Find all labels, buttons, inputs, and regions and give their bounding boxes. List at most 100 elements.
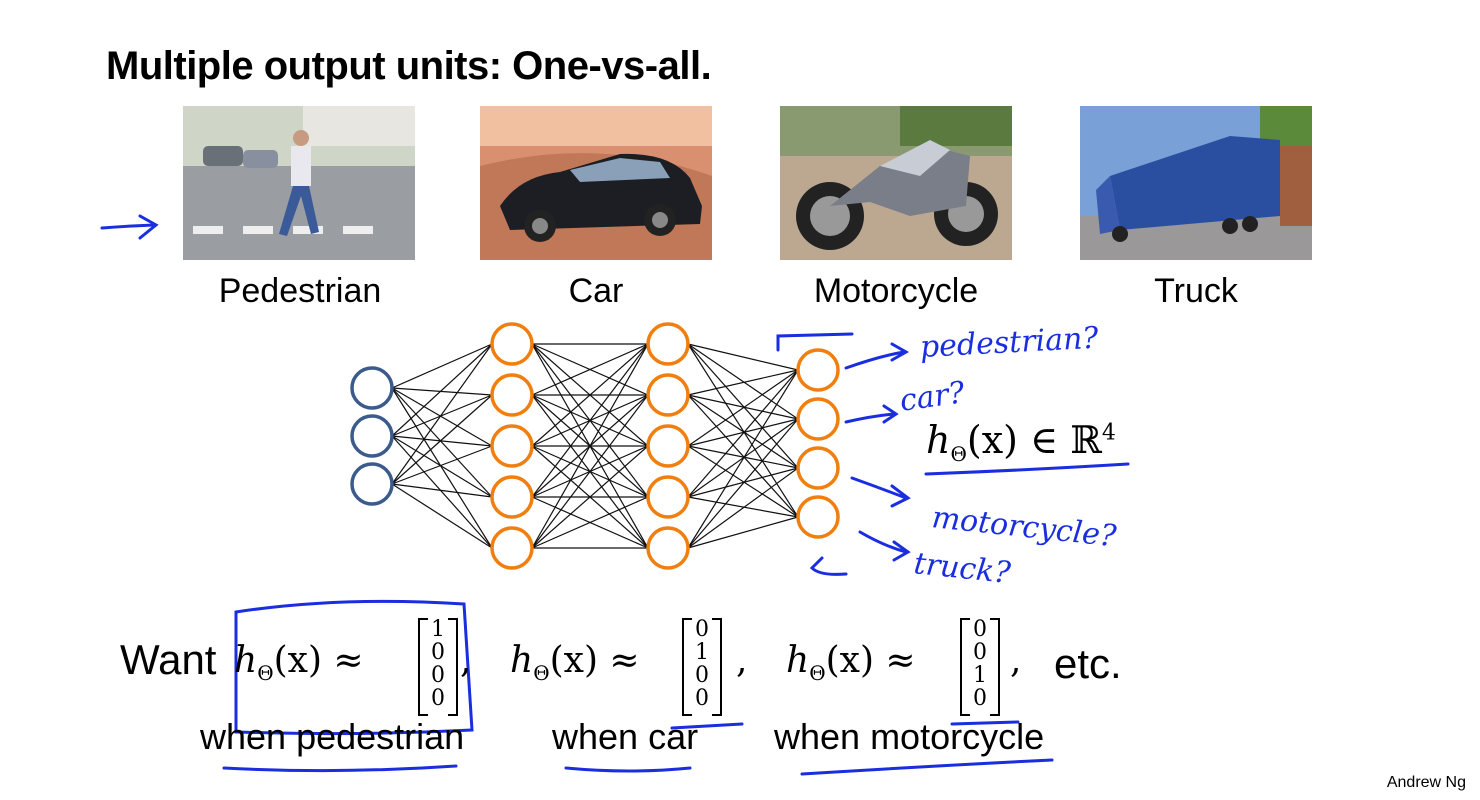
vector-cell: 0: [695, 686, 709, 711]
network-connection: [687, 394, 799, 420]
network-connection: [687, 343, 799, 469]
want-formula-3: hΘ(x) ≈: [786, 640, 916, 685]
hidden-unit: [490, 424, 534, 468]
network-connection: [391, 343, 493, 437]
vector-cell: 0: [695, 663, 709, 688]
output-unit: [796, 348, 840, 392]
underline-car: [564, 766, 692, 773]
vector-cell: 0: [431, 663, 445, 688]
bracket-right: [448, 618, 458, 716]
formula-h: h: [234, 640, 258, 681]
formula-sub: Θ: [809, 661, 826, 685]
network-connection: [531, 445, 649, 549]
network-connection: [687, 369, 799, 498]
motorcycle-photo: [780, 106, 1012, 260]
bracket-left: [682, 618, 692, 716]
formula-rest: (x) ≈: [825, 640, 916, 681]
formula-rest: (x) ≈: [273, 640, 364, 681]
network-connection: [391, 387, 493, 447]
want-formula-2: hΘ(x) ≈: [510, 640, 640, 685]
network-connection: [391, 394, 493, 437]
network-connection: [391, 343, 493, 485]
annotation-car: car?: [897, 375, 967, 419]
network-connection: [391, 387, 493, 498]
vector-2: 0 1 0 0: [682, 617, 722, 716]
network-connection: [391, 387, 493, 396]
condition-pedestrian: when pedestrian: [200, 716, 465, 757]
network-connection: [687, 369, 799, 396]
vector-cell: 0: [431, 686, 445, 711]
formula-rest: (x) ≈: [549, 640, 640, 681]
network-connection: [687, 394, 799, 469]
car-photo: [480, 106, 712, 260]
hidden-unit: [646, 475, 690, 519]
formula-rest: (x) ∈ ℝ: [966, 418, 1102, 462]
network-connection: [687, 445, 799, 469]
network-connection: [531, 343, 649, 498]
network-connection: [391, 445, 493, 485]
truck-caption: Truck: [1154, 272, 1238, 310]
bracket-left: [418, 618, 428, 716]
vector-3: 0 0 1 0: [960, 617, 1000, 716]
annotation-motorcycle: motorcycle?: [930, 500, 1118, 555]
network-connection: [687, 418, 799, 447]
network-connection: [687, 418, 799, 549]
hidden-unit: [490, 526, 534, 570]
network-connection: [687, 369, 799, 447]
truck-photo: [1080, 106, 1312, 260]
network-connection: [687, 343, 799, 420]
bracket-right: [990, 618, 1000, 716]
network-connection: [687, 496, 799, 518]
network-connection: [687, 467, 799, 498]
formula-sup: 4: [1101, 420, 1116, 446]
annotation-pedestrian: pedestrian?: [919, 320, 1100, 365]
motorcycle-caption: Motorcycle: [813, 272, 979, 310]
network-connection: [391, 483, 493, 549]
network-connection: [687, 445, 799, 518]
network-connection: [391, 387, 493, 549]
pedestrian-photo: [183, 106, 415, 260]
hidden-unit: [490, 475, 534, 519]
vector-cell: 1: [695, 640, 709, 665]
network-connection: [391, 435, 493, 447]
hidden-unit: [646, 424, 690, 468]
formula-sub: Θ: [257, 661, 274, 685]
formula-sub: Θ: [533, 661, 550, 685]
vector-cell: 0: [695, 617, 709, 642]
car-caption: Car: [568, 272, 624, 310]
output-unit: [796, 446, 840, 490]
bracket-left: [960, 618, 970, 716]
hidden-unit: [646, 322, 690, 366]
network-connection: [391, 435, 493, 549]
network-connection: [687, 343, 799, 371]
underline-motorcycle: [800, 758, 1054, 776]
hidden-unit: [646, 373, 690, 417]
output-unit: [796, 397, 840, 441]
network-connection: [391, 343, 493, 389]
network-connection: [687, 516, 799, 549]
comma-1: ,: [460, 640, 472, 681]
network-connection: [531, 343, 649, 396]
formula-h: h: [786, 640, 810, 681]
pedestrian-caption: Pedestrian: [218, 272, 382, 310]
network-connection: [391, 394, 493, 485]
want-label: Want: [120, 636, 217, 683]
hypothesis-output-formula: hΘ(x) ∈ ℝ4: [926, 418, 1116, 466]
slide-title: Multiple output units: One-vs-all.: [106, 44, 712, 88]
vector-cell: 0: [973, 686, 987, 711]
formula-h: h: [926, 418, 951, 462]
network-connection: [531, 496, 649, 549]
comma-3: ,: [1010, 640, 1022, 681]
network-connection: [687, 394, 799, 518]
vector-1: 1 0 0 0: [418, 617, 458, 716]
input-unit: [350, 366, 394, 410]
formula-h: h: [510, 640, 534, 681]
vector-cell: 0: [973, 640, 987, 665]
author-footer: Andrew Ng: [1386, 774, 1466, 791]
vector-cell: 1: [431, 617, 445, 642]
underline-pedestrian: [222, 764, 458, 773]
network-connection: [391, 435, 493, 498]
etc-label: etc.: [1054, 640, 1122, 687]
vector-cell: 0: [973, 617, 987, 642]
hidden-unit: [490, 322, 534, 366]
